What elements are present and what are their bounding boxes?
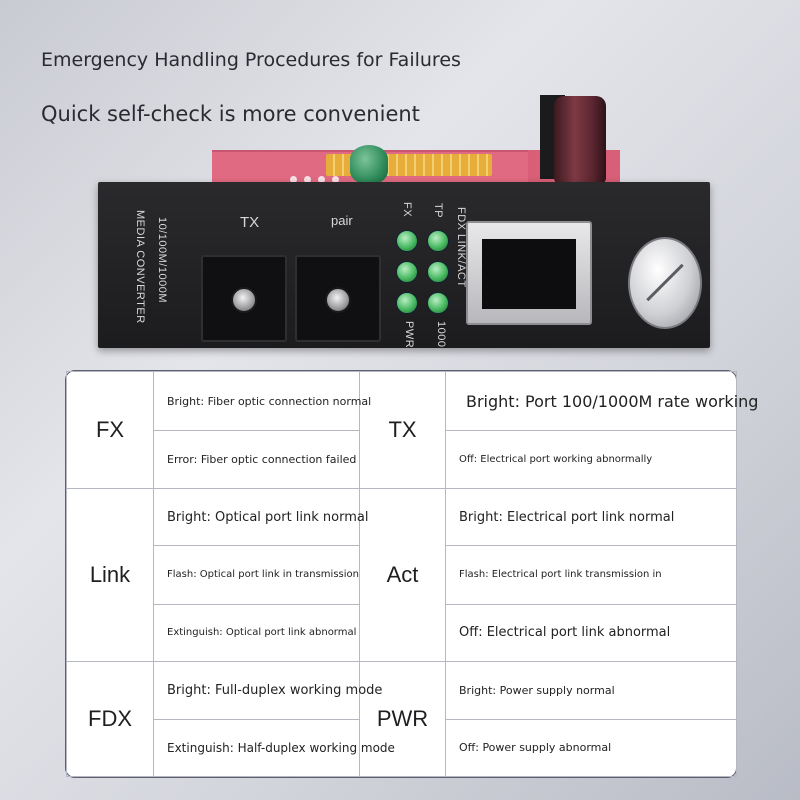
- tx-port-label: TX: [240, 214, 260, 231]
- rj45-ethernet-port: [466, 221, 592, 325]
- fiber-ferrule: [325, 287, 351, 313]
- table-row: FX Bright: Fiber optic connection normal…: [66, 370, 758, 490]
- led-label-1000: 1000: [435, 321, 447, 348]
- legend-key-tx: TX: [359, 370, 446, 490]
- pair-label: pair: [331, 213, 353, 228]
- legend-desc: Error: Fiber optic connection failed: [153, 430, 360, 490]
- fiber-ferrule: [231, 287, 257, 313]
- thumb-screw: [628, 237, 702, 329]
- led-fx: [396, 230, 418, 252]
- legend-key-fdx: FDX: [66, 660, 154, 778]
- legend-desc: Bright: Electrical port link normal: [445, 488, 737, 547]
- legend-desc: Bright: Fiber optic connection normal: [153, 370, 371, 432]
- led-label-pwr: PWR: [403, 321, 415, 349]
- led-label-fx: FX: [401, 202, 413, 218]
- rj45-socket: [482, 239, 576, 309]
- led-1000: [427, 292, 449, 314]
- legend-desc: Bright: Port 100/1000M rate working: [445, 370, 758, 432]
- led-pwr: [396, 292, 418, 314]
- table-row: Extinguish: Half-duplex working mode Off…: [67, 718, 737, 778]
- legend-desc: Flash: Optical port link in transmission: [153, 545, 360, 605]
- legend-key-fx: FX: [66, 370, 154, 490]
- electrolytic-capacitor: [554, 96, 606, 184]
- led-label-fdx-link: FDX LINK/ACT: [455, 207, 467, 288]
- legend-desc: Flash: Electrical port link transmission…: [445, 545, 737, 605]
- page-subtitle: Quick self-check is more convenient: [41, 102, 420, 126]
- sc-fiber-port-rx: [295, 255, 381, 342]
- legend-desc: Extinguish: Half-duplex working mode: [153, 718, 395, 778]
- board-dot: [290, 176, 297, 183]
- led-link: [396, 261, 418, 283]
- legend-grid: FX Bright: Fiber optic connection normal…: [66, 370, 758, 778]
- legend-key-pwr: PWR: [359, 660, 446, 778]
- legend-key-act: Act: [359, 488, 446, 662]
- legend-desc: Bright: Optical port link normal: [153, 488, 368, 547]
- led-act: [427, 261, 449, 283]
- legend-key-link: Link: [66, 488, 154, 662]
- board-dot: [304, 176, 311, 183]
- media-converter-illustration: 10/100M/1000M MEDIA CONVERTER TX pair FX…: [0, 0, 800, 360]
- table-row: Flash: Optical port link in transmission…: [67, 545, 737, 605]
- legend-desc: Off: Electrical port working abnormally: [445, 430, 737, 490]
- table-row: FDX Bright: Full-duplex working mode PWR…: [66, 660, 737, 778]
- board-dot: [332, 176, 339, 183]
- led-label-tp: TP: [432, 203, 444, 219]
- page-title: Emergency Handling Procedures for Failur…: [41, 49, 461, 71]
- sc-fiber-port-tx: [201, 255, 287, 342]
- legend-desc: Off: Electrical port link abnormal: [445, 603, 737, 662]
- product-label: MEDIA CONVERTER: [134, 210, 146, 324]
- legend-desc: Bright: Power supply normal: [445, 660, 737, 720]
- table-row: Extinguish: Optical port link abnormal O…: [67, 603, 737, 662]
- table-row: Link Bright: Optical port link normal Ac…: [66, 488, 737, 662]
- legend-desc: Bright: Full-duplex working mode: [153, 660, 382, 720]
- speed-label: 10/100M/1000M: [156, 217, 168, 303]
- legend-desc: Off: Power supply abnormal: [445, 718, 737, 778]
- indicator-legend-table: FX Bright: Fiber optic connection normal…: [65, 370, 758, 778]
- legend-desc: Extinguish: Optical port link abnormal: [153, 603, 360, 662]
- board-dot: [318, 176, 325, 183]
- green-capacitor: [350, 145, 388, 185]
- led-tp: [427, 230, 449, 252]
